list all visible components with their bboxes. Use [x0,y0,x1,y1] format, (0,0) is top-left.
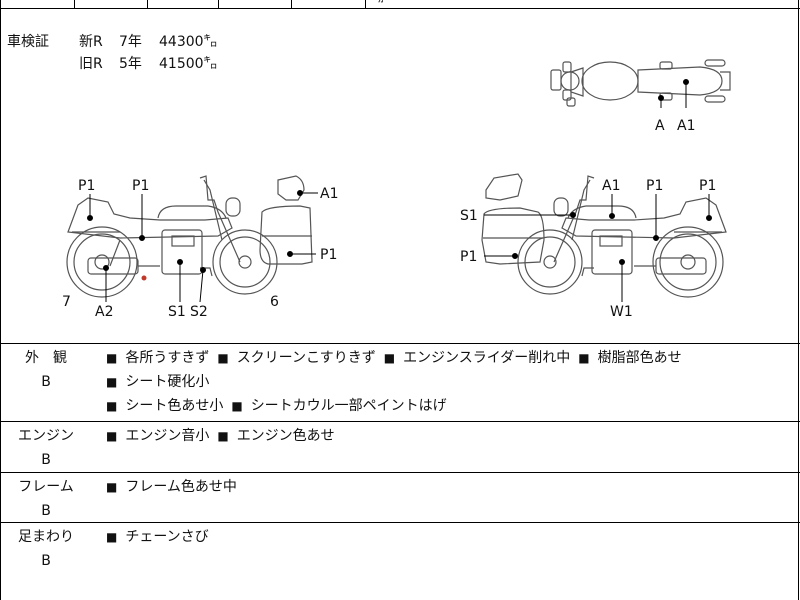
right-view-leaders [484,194,712,302]
section-grade: B [41,503,51,519]
condition-item: 各所うすきず [106,346,209,370]
section-title: 外 観 [25,350,67,366]
registration-type: 旧R [79,56,103,72]
header-table-strip: ｶﾞﾞ [0,0,800,9]
label-left-a2: A2 [95,304,113,320]
section-title: エンジン [18,428,74,444]
label-left-s1: S1 [168,304,186,320]
label-top-a1: A1 [677,118,695,134]
label-left-p1a: P1 [78,178,95,194]
label-left-p1c: P1 [320,247,337,263]
section-suspension: 足まわり B チェーンさび [0,525,800,575]
section-items: エンジン音小エンジン色あせ [106,424,790,448]
registration-km: 41500㌔ [159,56,218,72]
condition-item: エンジンスライダー削れ中 [384,346,570,370]
label-right-p1a: P1 [646,178,663,194]
condition-item: フレーム色あせ中 [106,475,237,499]
section-frame: フレーム B フレーム色あせ中 [0,475,800,523]
table-rule [74,0,75,8]
motorcycle-left-view [66,175,278,298]
label-left-6: 6 [270,294,279,310]
right-view-luggage [481,173,545,265]
section-grade: B [41,553,51,569]
registration-km: 44300㌔ [159,34,218,50]
registration-type: 新R [79,34,103,50]
motorcycle-damage-diagram: A A1 P1 P1 A1 P1 7 A2 [62,59,731,320]
table-rule [218,0,219,8]
left-view-leaders [87,190,318,303]
section-grade: B [41,452,51,468]
condition-item: スクリーンこすりきず [217,346,376,370]
label-top-a: A [655,118,665,134]
left-view-luggage [259,175,313,265]
section-engine: エンジン B エンジン音小エンジン色あせ [0,424,800,472]
registration-label: 車検証 [7,34,49,50]
section-title: 足まわり [18,529,74,545]
registration-years: 7年 [119,34,142,50]
section-items: 各所うすきずスクリーンこすりきずエンジンスライダー削れ中樹脂部色あせシート硬化小… [106,346,790,418]
condition-item: チェーンさび [106,525,208,549]
condition-item: シート色あせ小 [106,394,223,418]
divider [0,522,800,523]
divider [0,472,800,473]
section-title: フレーム [18,479,74,495]
header-fragment: ｶﾞﾞ [378,0,396,5]
motorcycle-right-view [517,175,727,298]
label-right-w1: W1 [610,304,633,320]
condition-item: シートカウル一部ペイントはげ [231,394,447,418]
condition-item: 樹脂部色あせ [578,346,682,370]
label-left-7: 7 [62,294,71,310]
damage-marker [141,275,147,281]
label-left-a1: A1 [320,186,338,202]
label-right-p1b: P1 [699,178,716,194]
table-rule [147,0,148,8]
label-right-a1: A1 [602,178,620,194]
label-left-p1b: P1 [132,178,149,194]
top-view-leaders [658,79,689,108]
divider [0,343,800,344]
condition-item: シート硬化小 [106,370,209,394]
section-items: チェーンさび [106,525,790,549]
section-items: フレーム色あせ中 [106,475,790,499]
registration-row-old: 旧R 5年 41500㌔ [79,53,218,76]
label-right-s1: S1 [460,208,478,224]
motorcycle-top-view [550,59,731,107]
condition-item: エンジン音小 [106,424,209,448]
table-rule [291,0,292,8]
table-rule [365,0,366,8]
registration-years: 5年 [119,56,142,72]
section-grade: B [41,374,51,390]
label-left-s2: S2 [190,304,208,320]
label-right-p1c: P1 [460,249,477,265]
condition-item: エンジン色あせ [217,424,335,448]
section-exterior: 外 観 B 各所うすきずスクリーンこすりきずエンジンスライダー削れ中樹脂部色あせ… [0,346,800,420]
registration-row-new: 新R 7年 44300㌔ [79,31,218,54]
divider [0,421,800,422]
